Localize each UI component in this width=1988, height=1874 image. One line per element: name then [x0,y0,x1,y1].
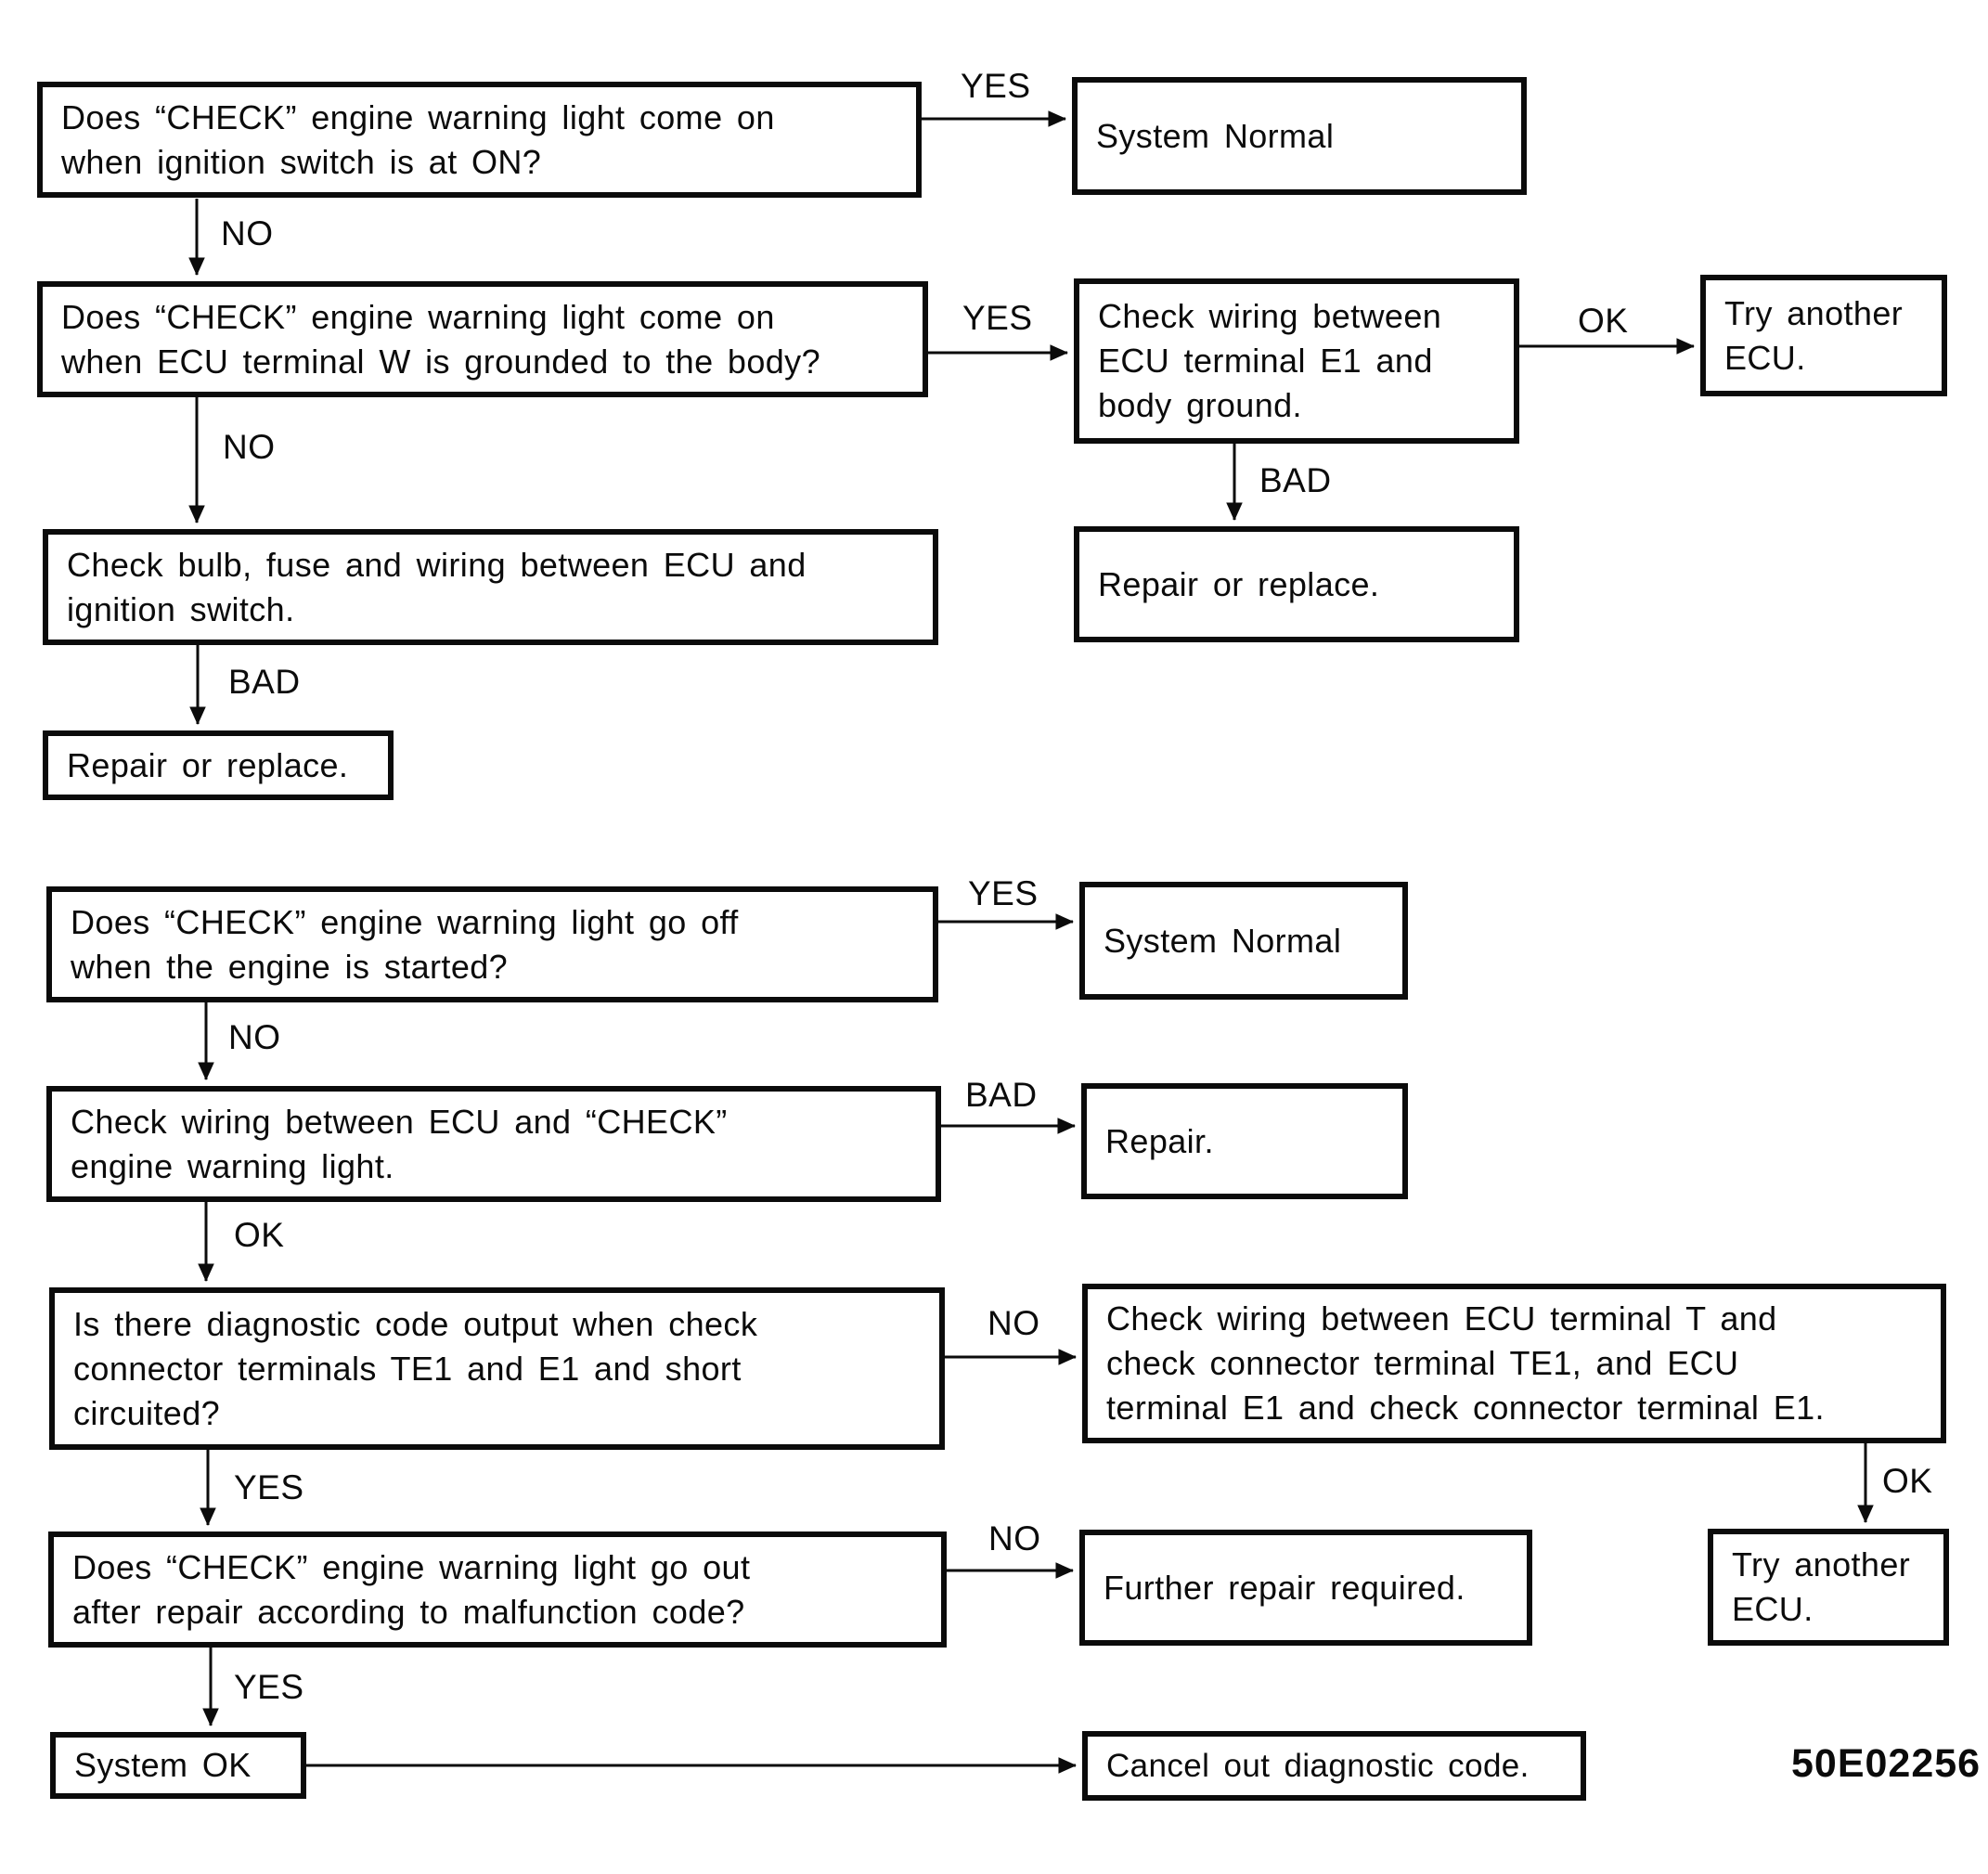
decision-diagnostic-code-output: Is there diagnostic code output when che… [49,1287,945,1450]
decision-light-on-terminal-w-grounded-text: Does “CHECK” engine warning light come o… [61,297,820,381]
arrow-label-ok-2: OK [234,1216,284,1254]
arrow-label-yes-2: YES [962,299,1033,337]
action-check-wiring-terminal-t-te1-e1: Check wiring between ECU terminal T and … [1082,1284,1946,1443]
outcome-system-normal-1-text: System Normal [1096,116,1335,155]
arrow-label-no-1: NO [221,214,274,252]
decision-light-on-terminal-w-grounded: Does “CHECK” engine warning light come o… [37,281,928,397]
action-check-bulb-fuse-wiring: Check bulb, fuse and wiring between ECU … [43,529,938,645]
action-check-wiring-ecu-warning-light: Check wiring between ECU and “CHECK” eng… [46,1086,941,1202]
outcome-further-repair-required: Further repair required. [1079,1530,1532,1646]
decision-light-on-at-ignition-text: Does “CHECK” engine warning light come o… [61,97,775,181]
outcome-repair-or-replace-1-text: Repair or replace. [1098,564,1380,603]
arrow-label-ok-3: OK [1882,1462,1932,1500]
action-check-bulb-fuse-wiring-text: Check bulb, fuse and wiring between ECU … [67,545,807,628]
decision-light-on-at-ignition: Does “CHECK” engine warning light come o… [37,82,922,198]
outcome-further-repair-required-text: Further repair required. [1104,1568,1465,1607]
arrow-label-yes-3: YES [968,874,1039,912]
outcome-system-normal-2: System Normal [1079,882,1408,1000]
arrow-label-yes-4: YES [234,1468,304,1506]
arrow-label-bad-1: BAD [1259,461,1332,499]
decision-light-off-engine-started: Does “CHECK” engine warning light go off… [46,886,938,1002]
outcome-repair-or-replace-2-text: Repair or replace. [67,745,349,784]
action-check-wiring-e1-body-ground: Check wiring between ECU terminal E1 and… [1074,278,1519,444]
arrow-label-no-5: NO [988,1519,1041,1557]
decision-light-out-after-repair: Does “CHECK” engine warning light go out… [48,1532,947,1648]
action-check-wiring-terminal-t-te1-e1-text: Check wiring between ECU terminal T and … [1106,1299,1825,1427]
decision-light-off-engine-started-text: Does “CHECK” engine warning light go off… [71,902,739,986]
outcome-try-another-ecu-2: Try another ECU. [1708,1529,1949,1646]
outcome-try-another-ecu-2-text: Try another ECU. [1732,1545,1911,1628]
arrow-label-no-4: NO [988,1304,1040,1342]
action-check-wiring-ecu-warning-light-text: Check wiring between ECU and “CHECK” eng… [71,1102,728,1185]
decision-diagnostic-code-output-text: Is there diagnostic code output when che… [73,1304,758,1432]
outcome-repair-text: Repair. [1105,1121,1214,1160]
outcome-try-another-ecu-1: Try another ECU. [1700,275,1947,396]
decision-light-out-after-repair-text: Does “CHECK” engine warning light go out… [72,1547,751,1631]
figure-code: 50E02256 [1791,1741,1982,1786]
outcome-repair-or-replace-1: Repair or replace. [1074,526,1519,642]
arrow-label-ok-1: OK [1578,302,1628,340]
outcome-try-another-ecu-1-text: Try another ECU. [1724,293,1904,377]
outcome-system-ok-text: System OK [74,1746,252,1784]
action-check-wiring-e1-body-ground-text: Check wiring between ECU terminal E1 and… [1098,297,1442,424]
outcome-system-ok: System OK [50,1732,306,1799]
outcome-system-normal-2-text: System Normal [1104,921,1342,960]
outcome-system-normal-1: System Normal [1072,77,1527,195]
arrow-label-yes-1: YES [961,67,1031,105]
action-cancel-diagnostic-code: Cancel out diagnostic code. [1082,1731,1586,1801]
arrow-label-no-2: NO [223,428,276,466]
arrow-label-no-3: NO [228,1018,281,1056]
arrow-label-bad-3: BAD [965,1076,1038,1114]
outcome-repair: Repair. [1081,1083,1408,1199]
action-cancel-diagnostic-code-text: Cancel out diagnostic code. [1106,1747,1530,1784]
outcome-repair-or-replace-2: Repair or replace. [43,730,394,800]
arrow-label-bad-2: BAD [228,663,301,701]
arrow-label-yes-5: YES [234,1668,304,1706]
